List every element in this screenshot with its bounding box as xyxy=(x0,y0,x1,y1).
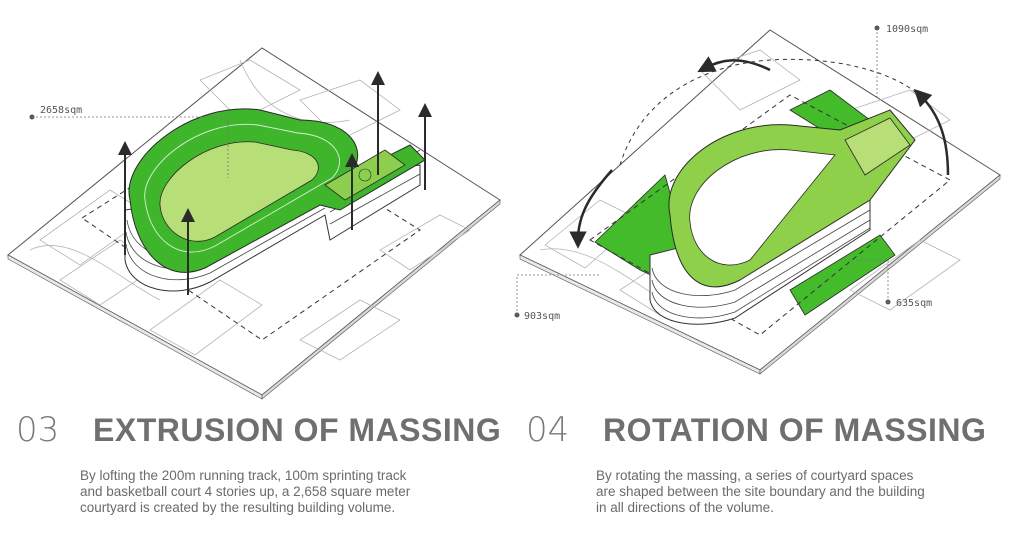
description-line: are shaped between the site boundary and… xyxy=(596,484,925,499)
courtyard-635 xyxy=(789,234,896,316)
area-leader-1090: 1090sqm xyxy=(874,24,928,100)
panel-03-diagram: 2658sqm xyxy=(7,47,501,400)
basketball-court xyxy=(324,149,406,201)
area-label-635: 635sqm xyxy=(896,298,932,309)
area-label-903: 903sqm xyxy=(524,311,560,322)
description-line: courtyard is created by the resulting bu… xyxy=(80,500,396,515)
running-track-top xyxy=(128,108,426,273)
description-line: By rotating the massing, a series of cou… xyxy=(596,468,914,483)
description-line: in all directions of the volume. xyxy=(596,500,774,515)
site-boundary xyxy=(81,117,421,341)
panel-03-title: EXTRUSION OF MASSING xyxy=(93,412,502,448)
area-label-1090: 1090sqm xyxy=(886,24,928,35)
infield xyxy=(159,141,319,242)
panel-04-title: ROTATION OF MASSING xyxy=(603,412,987,448)
area-leader-2658: 2658sqm xyxy=(29,105,229,178)
description-line: By lofting the 200m running track, 100m … xyxy=(80,468,407,483)
panel-04-description: By rotating the massing, a series of cou… xyxy=(596,468,996,516)
panel-04-number: 04 xyxy=(526,410,570,450)
rotation-arrows xyxy=(569,56,950,249)
building-volume xyxy=(649,109,916,325)
panel-03-number: 03 xyxy=(16,410,60,450)
basketball-court xyxy=(844,117,911,176)
panel-04-diagram: 1090sqm 903sqm 635sqm xyxy=(514,24,1001,375)
context-blocks xyxy=(29,59,471,361)
area-leader-903: 903sqm xyxy=(514,274,600,322)
extrusion-arrows xyxy=(118,71,432,295)
description-line: and basketball court 4 stories up, a 2,6… xyxy=(80,484,411,499)
area-leader-635: 635sqm xyxy=(840,259,932,309)
panel-03-description: By lofting the 200m running track, 100m … xyxy=(80,468,480,516)
area-label-2658: 2658sqm xyxy=(40,105,82,116)
